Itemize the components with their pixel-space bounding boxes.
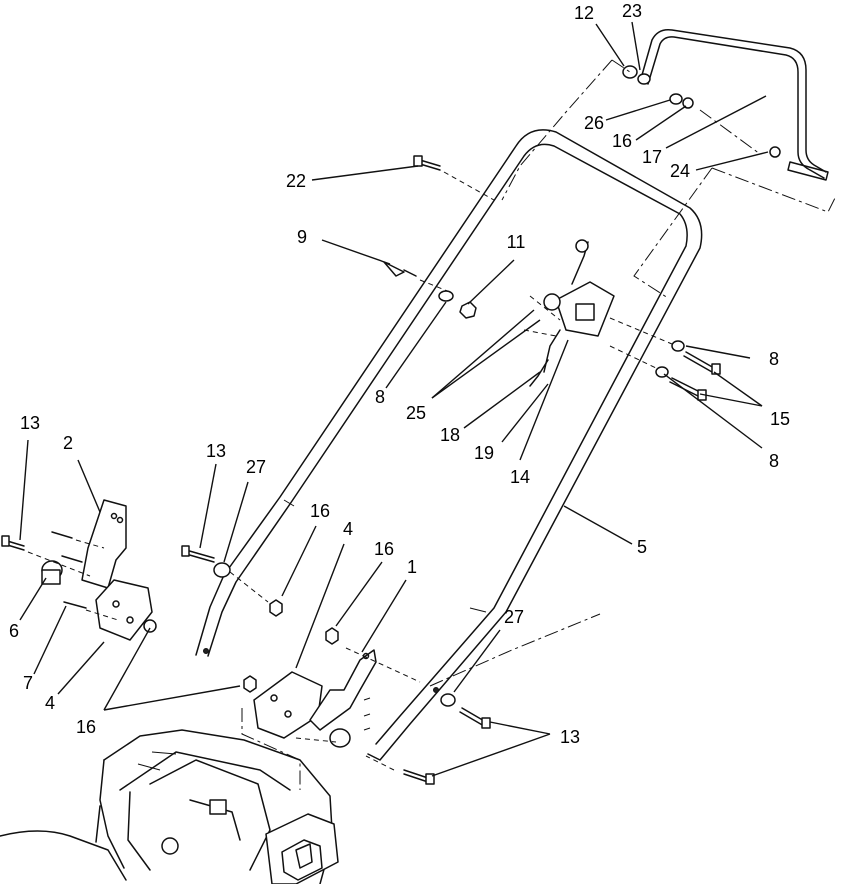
- callout-13: 13: [20, 413, 40, 433]
- callout-27: 27: [246, 457, 266, 477]
- right-bracket-assembly: [181, 545, 491, 785]
- callout-11: 11: [507, 232, 526, 252]
- callout-6: 6: [9, 621, 19, 641]
- control-box: [523, 239, 615, 387]
- callout-8: 8: [769, 451, 779, 471]
- callout-25: 25: [406, 403, 426, 423]
- main-handle: [195, 129, 703, 761]
- callout-15: 15: [770, 409, 790, 429]
- phantom-line-bail: [501, 59, 837, 299]
- callout-27: 27: [504, 607, 524, 627]
- callout-4: 4: [45, 693, 55, 713]
- callout-16: 16: [310, 501, 330, 521]
- deck-housing: [0, 708, 339, 884]
- leader-lines: [19, 21, 769, 777]
- callout-23: 23: [622, 1, 642, 21]
- callout-16: 16: [76, 717, 96, 737]
- callout-13: 13: [206, 441, 226, 461]
- callout-12: 12: [574, 3, 594, 23]
- left-bracket-assembly: [1, 499, 157, 641]
- callout-labels: 12 23 26 16 17 24 22 9 11 8 8 8 25 15 18…: [9, 1, 790, 747]
- callout-24: 24: [670, 161, 690, 181]
- callout-1: 1: [407, 557, 417, 577]
- callout-16: 16: [374, 539, 394, 559]
- callout-19: 19: [474, 443, 494, 463]
- callout-8: 8: [375, 387, 385, 407]
- callout-7: 7: [23, 673, 33, 693]
- callout-13: 13: [560, 727, 580, 747]
- callout-5: 5: [637, 537, 647, 557]
- callout-17: 17: [642, 147, 662, 167]
- callout-14: 14: [510, 467, 530, 487]
- callout-22: 22: [286, 171, 306, 191]
- callout-16: 16: [612, 131, 632, 151]
- callout-18: 18: [440, 425, 460, 445]
- callout-26: 26: [584, 113, 604, 133]
- callout-8: 8: [769, 349, 779, 369]
- callout-4: 4: [343, 519, 353, 539]
- bail-bar: [639, 28, 829, 181]
- callout-2: 2: [63, 433, 73, 453]
- callout-9: 9: [297, 227, 307, 247]
